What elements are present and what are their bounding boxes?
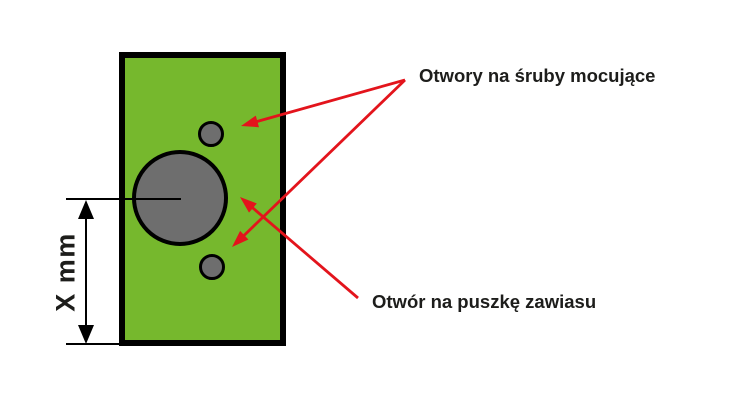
leader-line-top-screw xyxy=(256,78,406,123)
dimension-arrow-down-icon xyxy=(78,325,94,344)
screw-hole-top xyxy=(198,121,224,147)
leader-arrowhead-bottom-screw-icon xyxy=(232,230,249,247)
dimension-label: X mm xyxy=(50,232,81,312)
screw-holes-label: Otwory na śruby mocujące xyxy=(419,65,656,86)
leader-arrowhead-top-screw-icon xyxy=(241,115,259,128)
leader-line-hinge-cup xyxy=(251,206,359,300)
screw-hole-bottom xyxy=(199,254,225,280)
leader-arrowhead-hinge-cup-icon xyxy=(240,197,257,213)
dimension-arrow-up-icon xyxy=(78,200,94,219)
leader-line-bottom-screw xyxy=(243,78,406,237)
hinge-cup-label: Otwór na puszkę zawiasu xyxy=(372,291,597,312)
